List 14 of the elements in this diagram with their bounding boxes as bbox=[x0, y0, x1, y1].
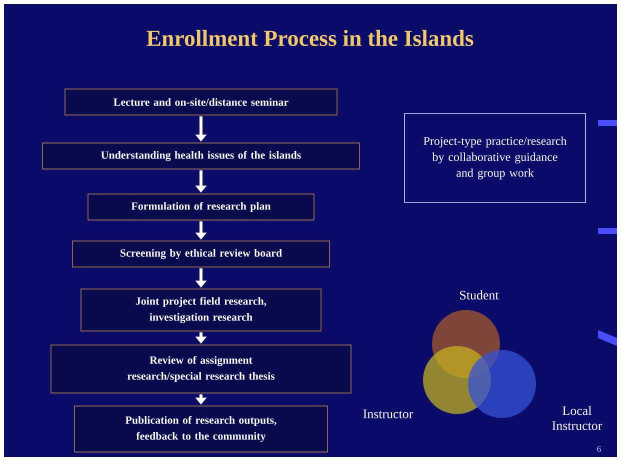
process-box: Formulation of research plan bbox=[88, 194, 314, 220]
process-box: Review of assignment research/special research thesis bbox=[50, 344, 352, 394]
process-box: Joint project field research, investigation research bbox=[80, 288, 322, 332]
process-box: Publication of research outputs, feedback to the community bbox=[74, 406, 328, 452]
circle-label: Instructor bbox=[363, 410, 414, 418]
process-box: Lecture and on-site/distance seminar bbox=[64, 88, 338, 116]
venn-circle bbox=[468, 350, 536, 418]
note-box: Project-type practice/research by collaborative guidance and group work bbox=[404, 113, 586, 203]
circle-label: Student bbox=[460, 290, 499, 300]
title: Enrollment Process in the Islands bbox=[146, 30, 474, 46]
page-number: 6 bbox=[597, 446, 601, 452]
process-box: Screening by ethical review board bbox=[72, 240, 330, 268]
process-box: Understanding health issues of the islands bbox=[42, 142, 360, 170]
circle-label: Local Instructor bbox=[552, 406, 602, 430]
